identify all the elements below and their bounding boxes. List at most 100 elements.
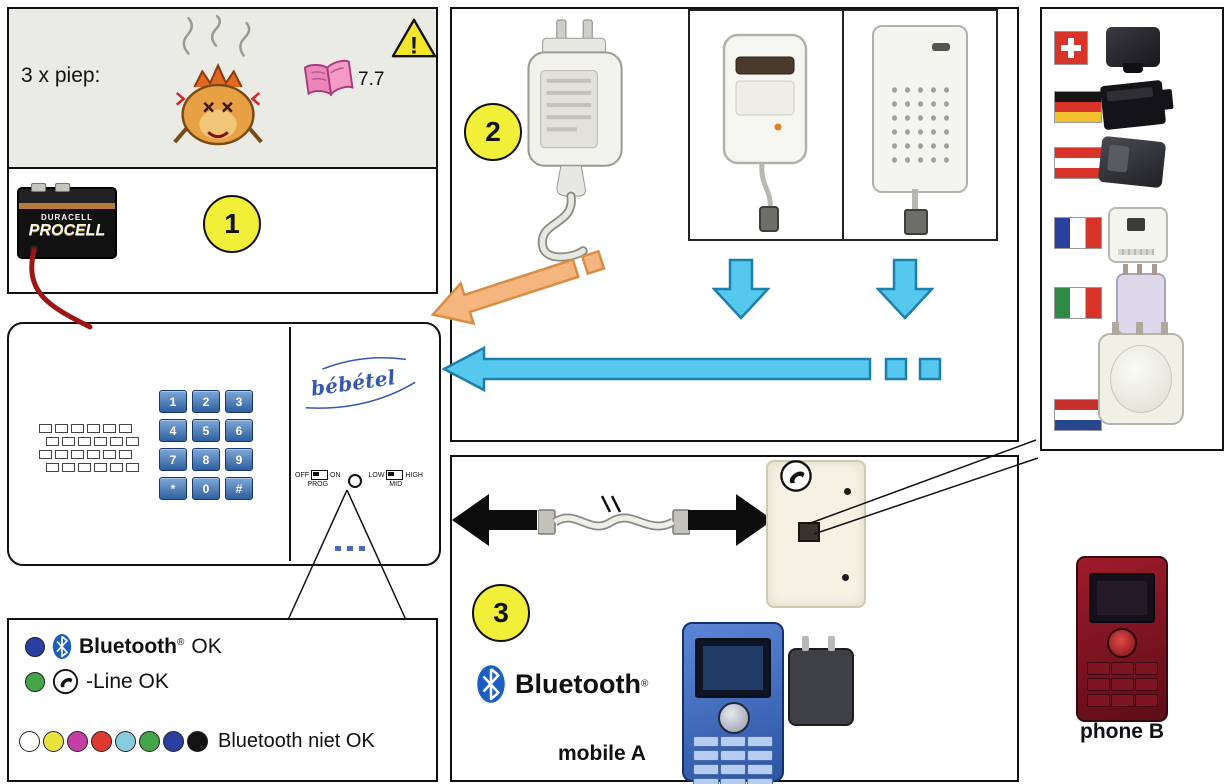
overheated-cartoon-icon — [173, 14, 263, 146]
speaker-grille — [39, 420, 139, 472]
prog-label: PROG — [307, 481, 329, 488]
siren-image — [872, 25, 968, 193]
mid-label: MID — [389, 481, 403, 488]
black-left-arrow — [452, 494, 537, 546]
blue-led-dot — [25, 636, 45, 657]
plug-austria — [1097, 135, 1167, 189]
telephone-cable-image — [538, 495, 690, 535]
step-1-badge: 1 — [203, 195, 261, 253]
legend-row-bluetooth-not-ok: Bluetooth niet OK — [19, 730, 375, 753]
device-key-*: * — [159, 477, 187, 500]
registered-mark: ® — [176, 636, 185, 648]
black-right-arrow — [688, 494, 773, 546]
prog-switch — [311, 470, 328, 480]
panel-print-mark — [335, 546, 369, 551]
status-dot — [139, 731, 160, 752]
volume-switch-group: LOW HIGH MID — [369, 470, 423, 488]
off-label: OFF — [295, 471, 309, 479]
brand-logo: bébétel — [293, 346, 426, 425]
led-legend-box: Bluetooth® OK -Line OK Bluetooth niet OK — [7, 618, 438, 782]
phone-b-label: phone B — [1080, 720, 1164, 743]
phone-b-keypad — [1087, 662, 1158, 707]
beep-count-label: 3 x piep: — [21, 64, 101, 87]
status-led — [347, 474, 362, 488]
mobile-a-label: mobile A — [558, 742, 646, 765]
bluetooth-logo-icon — [477, 665, 505, 703]
panel-divider — [289, 327, 291, 561]
device-key-5: 5 — [192, 419, 220, 442]
bluetooth-brand-text: Bluetooth — [79, 634, 177, 658]
bluetooth-logo-icon — [52, 634, 72, 659]
mobile-a-nav-button — [718, 702, 750, 734]
flag-italy-icon — [1054, 287, 1102, 319]
plug-switzerland — [1106, 27, 1160, 73]
device-key-#: # — [225, 477, 253, 500]
status-dot — [91, 731, 112, 752]
step-3-badge: 3 — [472, 584, 530, 642]
power-adapter-image — [527, 19, 623, 262]
manual-book-icon — [303, 59, 354, 97]
device-key-0: 0 — [192, 477, 220, 500]
step-2-badge: 2 — [464, 103, 522, 161]
siren-photo — [842, 9, 998, 241]
svg-text:!: ! — [410, 32, 418, 59]
mobile-a-keypad — [693, 736, 773, 784]
line-ok-label: -Line OK — [86, 669, 169, 693]
phone-b-nav-button — [1107, 628, 1137, 658]
volume-switch — [386, 470, 404, 480]
phone-line-icon — [780, 460, 812, 492]
screw-icon — [842, 574, 849, 581]
phone-jack — [798, 522, 820, 542]
phone-line-icon — [52, 668, 79, 695]
status-dot — [67, 731, 88, 752]
device-key-1: 1 — [159, 390, 187, 413]
bluetooth-not-ok-label: Bluetooth niet OK — [218, 730, 375, 752]
mobile-a-screen — [695, 638, 771, 698]
battery-brand: DURACELL — [41, 213, 93, 222]
device-key-9: 9 — [225, 448, 253, 471]
bluetooth-ok-label: OK — [191, 634, 222, 658]
plug-netherlands — [1098, 322, 1184, 425]
low-label: LOW — [368, 471, 385, 479]
plug-germany — [1099, 79, 1167, 131]
green-led-dot — [25, 671, 45, 692]
flag-switzerland-icon — [1054, 31, 1088, 65]
battery-image: DURACELL PROCELL — [17, 183, 117, 259]
high-label: HIGH — [405, 471, 423, 479]
legend-row-line-ok: -Line OK — [25, 668, 169, 695]
adapter-column — [1040, 7, 1224, 451]
device-key-3: 3 — [225, 390, 253, 413]
device-key-7: 7 — [159, 448, 187, 471]
device-key-2: 2 — [192, 390, 220, 413]
phone-b-image — [1076, 556, 1168, 722]
registered-mark: ® — [640, 678, 649, 690]
device-controls: OFF ON PROG LOW HIGH MID — [295, 470, 441, 488]
legend-dot-row — [19, 731, 209, 752]
mobile-a-image — [682, 622, 784, 784]
flag-netherlands-icon — [1054, 399, 1102, 431]
legend-row-bluetooth-ok: Bluetooth® OK — [25, 633, 222, 660]
alert-box: 3 x piep: 7.7 ! — [7, 7, 438, 171]
device-key-8: 8 — [192, 448, 220, 471]
status-dot — [43, 731, 64, 752]
battery-series: PROCELL — [28, 222, 106, 239]
screw-icon — [844, 488, 851, 495]
mobile-charger-image — [788, 636, 854, 726]
blue-down-arrow-sensor — [712, 258, 770, 320]
motion-sensor-image — [722, 33, 808, 232]
bluetooth-wordmark: Bluetooth® — [476, 664, 648, 704]
orange-arrow — [430, 249, 606, 326]
phone-b-screen — [1089, 573, 1155, 623]
device-key-6: 6 — [225, 419, 253, 442]
status-dot — [163, 731, 184, 752]
battery-box: DURACELL PROCELL 1 — [7, 167, 438, 294]
motion-sensor-photo — [688, 9, 844, 241]
flag-germany-icon — [1054, 91, 1102, 123]
device-key-4: 4 — [159, 419, 187, 442]
bluetooth-brand-text: Bluetooth — [515, 668, 641, 699]
on-label: ON — [330, 471, 341, 479]
status-dot — [187, 731, 208, 752]
